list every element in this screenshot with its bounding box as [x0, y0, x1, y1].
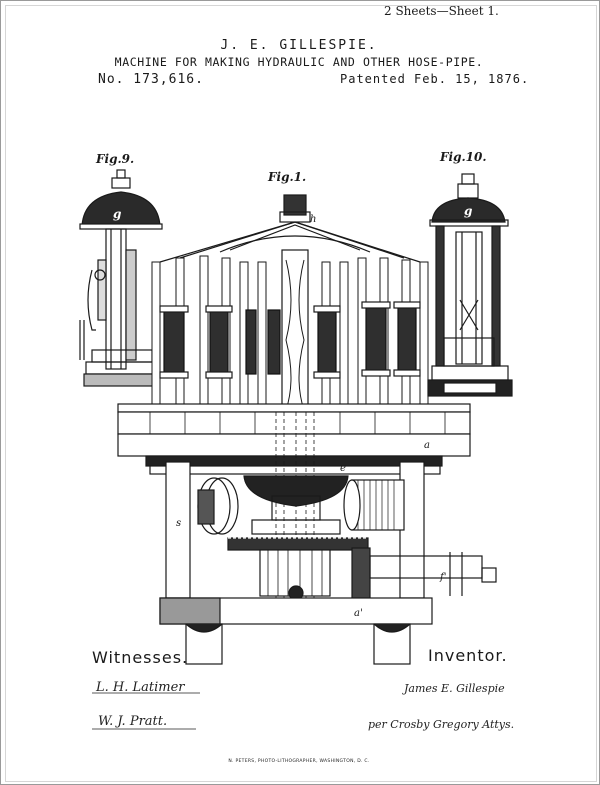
sheet-inner-border	[5, 5, 597, 782]
witness-1-signature: L. H. Latimer	[96, 680, 185, 695]
fig-10-drawing: g	[427, 173, 513, 397]
inventor-label: Inventor.	[428, 646, 508, 665]
witness-2-signature: W. J. Pratt.	[98, 714, 168, 729]
sheet-count: 2 Sheets—Sheet 1.	[384, 4, 499, 18]
fig-9-label: Fig.9.	[96, 152, 135, 166]
fig-1-drawing	[117, 194, 497, 665]
fig-1-label: Fig.1.	[268, 170, 307, 184]
attorney-signature: per Crosby Gregory Attys.	[368, 718, 515, 731]
svg-text:e: e	[340, 463, 346, 474]
patent-title: MACHINE FOR MAKING HYDRAULIC AND OTHER H…	[114, 55, 484, 69]
witnesses-label: Witnesses.	[92, 648, 189, 667]
patent-date: Patented Feb. 15, 1876.	[340, 72, 530, 86]
fig-10-label: Fig.10.	[440, 150, 487, 164]
svg-text:s: s	[176, 518, 181, 529]
inventor-name: J. E. GILLESPIE.	[220, 38, 378, 53]
svg-text:g: g	[464, 204, 472, 218]
svg-text:a': a'	[354, 608, 363, 619]
svg-text:f': f'	[439, 572, 446, 583]
svg-text:g: g	[113, 207, 121, 221]
svg-text:a: a	[424, 440, 430, 451]
fig-9-drawing: g	[79, 169, 163, 387]
patent-number: No. 173,616.	[98, 72, 204, 87]
lithographer-imprint: N. PETERS, PHOTO-LITHOGRAPHER, WASHINGTO…	[228, 759, 370, 764]
inventor-signature: James E. Gillespie	[404, 682, 505, 695]
svg-text:h: h	[310, 214, 316, 225]
